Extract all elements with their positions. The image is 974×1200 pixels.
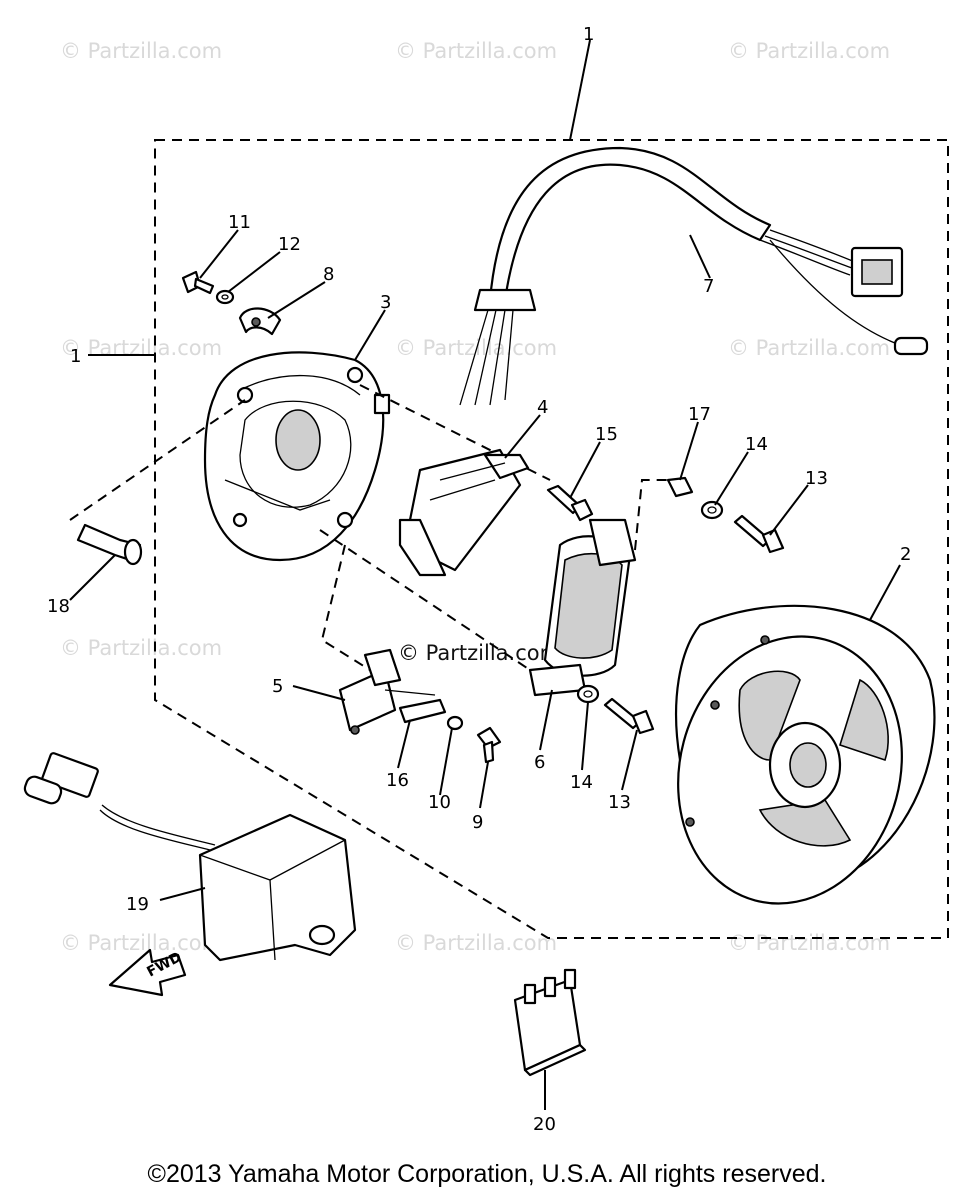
guide-line — [320, 544, 371, 671]
part-screw-15 — [546, 484, 594, 522]
callout-7: 7 — [703, 276, 714, 297]
callout-18: 18 — [47, 596, 70, 617]
fwd-arrow-icon: FWD — [108, 948, 187, 997]
assembly-boundary — [154, 139, 949, 939]
callout-15: 15 — [595, 424, 618, 445]
part-charging-coil — [398, 448, 530, 577]
part-screw-9 — [476, 726, 502, 764]
callout-numbers: 1 1 2 3 4 5 6 7 8 9 10 11 12 13 13 14 14… — [47, 24, 911, 1135]
leader-line — [569, 39, 591, 141]
part-screw-11 — [181, 270, 215, 295]
watermark: © Partzilla.com — [60, 39, 222, 63]
part-screw-13-top — [733, 514, 785, 554]
watermark: © Partzilla.com — [395, 931, 557, 955]
watermark: © Partzilla.com — [60, 931, 222, 955]
callout-1: 1 — [583, 24, 594, 45]
callout-6: 6 — [534, 752, 545, 773]
callout-19: 19 — [126, 894, 149, 915]
callout-14: 14 — [570, 772, 593, 793]
callout-16: 16 — [386, 770, 409, 791]
callout-5: 5 — [272, 676, 283, 697]
part-screw-13-bottom — [603, 697, 655, 735]
callout-14: 14 — [745, 434, 768, 455]
watermark: © Partzilla.com — [395, 39, 557, 63]
part-washer-14-bottom — [576, 684, 600, 704]
callout-17: 17 — [688, 404, 711, 425]
guide-line — [634, 479, 668, 551]
part-stator-plate — [203, 351, 391, 562]
copyright-notice: ©2013 Yamaha Motor Corporation, U.S.A. A… — [147, 1160, 827, 1188]
callout-4: 4 — [537, 397, 548, 418]
watermark: © Partzilla.com — [395, 336, 557, 360]
part-clamp-8 — [238, 307, 282, 336]
part-bracket-16 — [384, 689, 447, 724]
guide-line — [69, 399, 246, 521]
part-flywheel-rotor — [674, 604, 936, 905]
part-washer-14-top — [700, 500, 724, 520]
part-pulser-coil — [528, 518, 637, 697]
callout-2: 2 — [900, 544, 911, 565]
callout-13: 13 — [805, 468, 828, 489]
watermark-center: © Partzilla.com — [398, 641, 560, 665]
callout-10: 10 — [428, 792, 451, 813]
callout-3: 3 — [380, 292, 391, 313]
guide-line — [319, 529, 531, 671]
callout-8: 8 — [323, 264, 334, 285]
callout-20: 20 — [533, 1114, 556, 1135]
part-relay — [513, 968, 587, 1077]
leader-lines — [69, 229, 901, 1110]
callout-9: 9 — [472, 812, 483, 833]
part-washer-12 — [215, 289, 235, 305]
part-clip-17 — [666, 476, 694, 498]
callout-12: 12 — [278, 234, 301, 255]
callout-11: 11 — [228, 212, 251, 233]
watermark: © Partzilla.com — [60, 636, 222, 660]
part-washer-10 — [446, 715, 464, 731]
watermark: © Partzilla.com — [728, 336, 890, 360]
callout-1: 1 — [70, 346, 81, 367]
callout-13: 13 — [608, 792, 631, 813]
watermark: © Partzilla.com — [60, 336, 222, 360]
watermark: © Partzilla.com — [728, 931, 890, 955]
part-wire-harness — [459, 146, 929, 406]
part-condenser — [338, 648, 402, 735]
part-bolt-18 — [76, 523, 143, 566]
part-cdi-unit — [23, 752, 357, 962]
watermark: © Partzilla.com — [728, 39, 890, 63]
